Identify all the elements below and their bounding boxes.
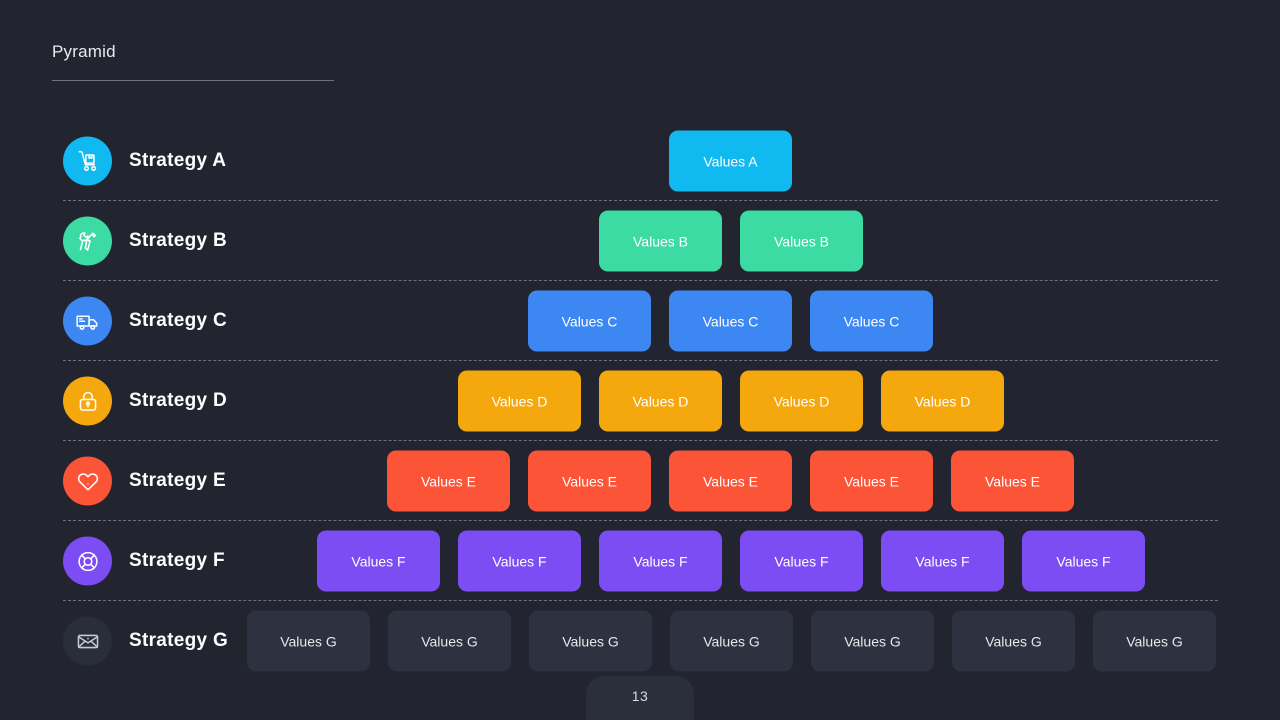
bar-group: Values F Values F Values F Values F Values F…: [317, 530, 1145, 592]
value-bar[interactable]: Values G: [670, 610, 793, 672]
value-bar[interactable]: Values F: [881, 530, 1004, 592]
bar-group: Values E Values E Values E Values E Values E: [387, 450, 1074, 512]
value-bar[interactable]: Values D: [740, 370, 863, 432]
value-bar[interactable]: Values C: [669, 290, 792, 352]
value-bar[interactable]: Values G: [811, 610, 934, 672]
row-label: Strategy B: [129, 230, 228, 251]
value-bar[interactable]: Values E: [387, 450, 510, 512]
value-bar[interactable]: Values A: [669, 130, 792, 192]
envelope-icon: [63, 616, 112, 666]
page-title: Pyramid: [52, 42, 116, 61]
value-bar[interactable]: Values E: [951, 450, 1074, 512]
page-number-tab: 13: [586, 676, 694, 720]
value-bar[interactable]: Values F: [599, 530, 722, 592]
value-bar[interactable]: Values B: [599, 210, 722, 272]
pyramid-row: Strategy A Values A: [0, 121, 1280, 201]
value-bar[interactable]: Values C: [528, 290, 651, 352]
value-bar[interactable]: Values D: [458, 370, 581, 432]
value-bar[interactable]: Values E: [528, 450, 651, 512]
value-bar[interactable]: Values E: [810, 450, 933, 512]
value-bar[interactable]: Values C: [810, 290, 933, 352]
padlock-icon: [63, 376, 112, 426]
row-label: Strategy A: [129, 150, 227, 171]
page-number: 13: [631, 688, 649, 704]
row-label: Strategy C: [129, 310, 228, 331]
value-bar[interactable]: Values G: [952, 610, 1075, 672]
value-bar[interactable]: Values F: [458, 530, 581, 592]
bar-group: Values D Values D Values D Values D: [458, 370, 1004, 432]
heart-icon: [63, 456, 112, 506]
value-bar[interactable]: Values D: [599, 370, 722, 432]
bar-group: Values A: [669, 130, 792, 192]
row-divider: [63, 360, 1218, 361]
delivery-truck-icon: [63, 296, 112, 346]
row-label: Strategy G: [129, 630, 229, 651]
value-bar[interactable]: Values D: [881, 370, 1004, 432]
pyramid-row: Strategy B Values B Values B: [0, 201, 1280, 281]
bar-group: Values G Values G Values G Values G Values G…: [247, 610, 1216, 672]
hand-truck-icon: [63, 136, 112, 186]
life-ring-icon: [63, 536, 112, 586]
value-bar[interactable]: Values B: [740, 210, 863, 272]
value-bar[interactable]: Values F: [317, 530, 440, 592]
row-divider: [63, 600, 1218, 601]
row-label: Strategy D: [129, 390, 228, 411]
row-divider: [63, 440, 1218, 441]
row-divider: [63, 520, 1218, 521]
row-label: Strategy E: [129, 470, 226, 491]
value-bar[interactable]: Values E: [669, 450, 792, 512]
row-label: Strategy F: [129, 550, 225, 571]
value-bar[interactable]: Values G: [1093, 610, 1216, 672]
value-bar[interactable]: Values G: [388, 610, 511, 672]
pyramid-row: Strategy C Values C Values C Values C: [0, 281, 1280, 361]
title-underline: [52, 80, 334, 81]
value-bar[interactable]: Values G: [529, 610, 652, 672]
value-bar[interactable]: Values F: [1022, 530, 1145, 592]
title-block: Pyramid: [52, 38, 334, 81]
value-bar[interactable]: Values F: [740, 530, 863, 592]
row-divider: [63, 200, 1218, 201]
bar-group: Values B Values B: [599, 210, 863, 272]
row-divider: [63, 280, 1218, 281]
value-bar[interactable]: Values G: [247, 610, 370, 672]
bar-group: Values C Values C Values C: [528, 290, 933, 352]
tools-icon: [63, 216, 112, 266]
